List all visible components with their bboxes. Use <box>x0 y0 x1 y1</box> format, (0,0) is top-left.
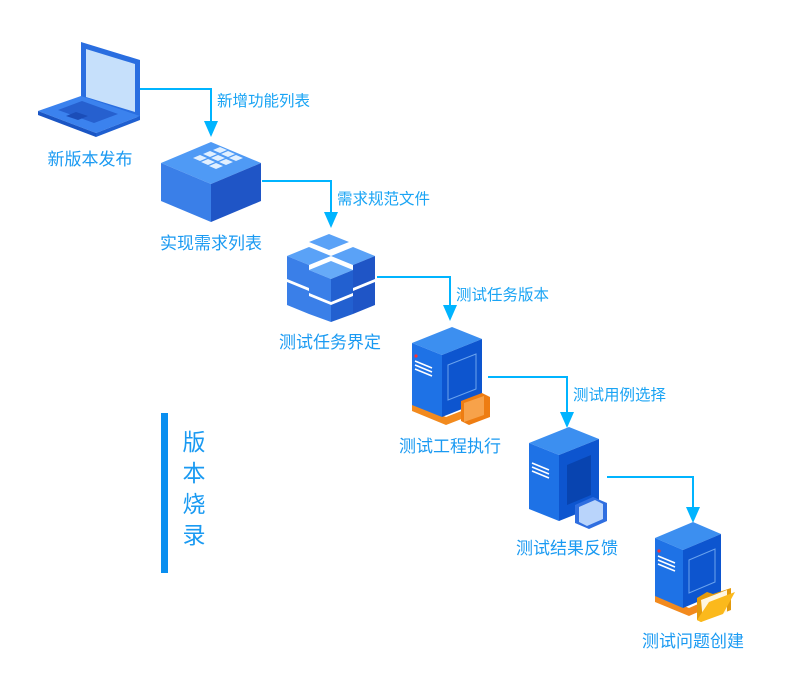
edge-5 <box>607 476 694 520</box>
edge-label: 测试用例选择 <box>573 386 667 404</box>
edge-4 <box>488 376 568 425</box>
node-label: 测试工程执行 <box>399 437 501 457</box>
edge-label: 测试任务版本 <box>456 286 550 304</box>
edge-label: 新增功能列表 <box>217 92 311 110</box>
node-label: 测试任务界定 <box>279 333 381 353</box>
side-bar <box>161 413 168 573</box>
server-document-icon <box>529 427 607 529</box>
laptop-icon <box>38 42 140 137</box>
server-folder-icon <box>655 522 735 622</box>
edge-4-arrow <box>560 412 574 428</box>
grid-box-icon <box>161 142 261 222</box>
node-label: 测试问题创建 <box>642 632 744 652</box>
edge-label: 需求规范文件 <box>337 190 431 208</box>
side-label: 版本烧录 <box>182 430 206 549</box>
edge-3 <box>377 276 451 318</box>
edge-2-arrow <box>324 212 338 228</box>
edge-5-arrow <box>686 507 700 523</box>
edge-3-arrow <box>443 305 457 321</box>
edge-2 <box>262 180 332 225</box>
node-label: 测试结果反馈 <box>516 539 618 559</box>
edge-1 <box>140 88 212 135</box>
cube-cluster-icon <box>287 234 375 322</box>
node-label: 新版本发布 <box>47 150 133 170</box>
server-monitor-icon <box>412 327 490 425</box>
edge-1-arrow <box>204 121 218 137</box>
node-label: 实现需求列表 <box>160 234 262 254</box>
